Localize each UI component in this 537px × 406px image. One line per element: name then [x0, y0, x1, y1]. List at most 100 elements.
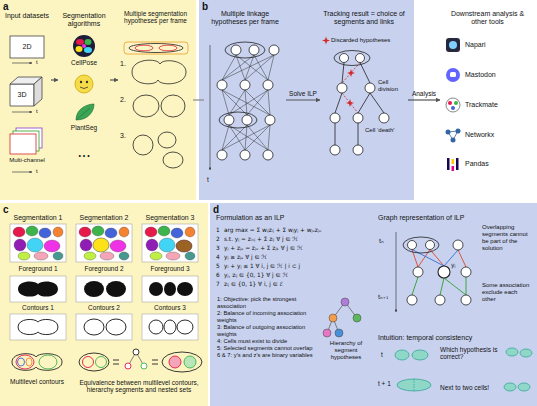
algorithm-logos — [82, 44, 86, 48]
linkage-graph — [225, 42, 265, 58]
tool-icons — [449, 41, 457, 49]
cell-sketch — [520, 349, 532, 357]
list-number: 1. — [120, 60, 126, 68]
segmentation-images — [10, 314, 66, 340]
linkage-graph — [265, 115, 275, 125]
equation-number: 7 — [216, 280, 224, 289]
ilp-graph — [453, 240, 463, 250]
tool-icons — [447, 158, 450, 170]
tool-icons — [446, 38, 460, 52]
equation: arg max = Σ wᵢⱼzᵢⱼ + Σ wⱼyⱼ + wⱼₒzⱼₒ — [224, 226, 370, 235]
cell-sketch — [397, 379, 431, 391]
tool-name: CellPose — [58, 59, 110, 66]
heading: Segmentation 2 — [74, 214, 134, 222]
segmentation-hypotheses — [135, 45, 153, 51]
segmentation-hypotheses — [133, 95, 159, 117]
ilp-graph — [413, 267, 423, 277]
linkage-graph — [242, 115, 252, 125]
note: 6 & 7: y's and z's are binary variables — [217, 352, 317, 359]
multilevel-contours — [113, 360, 158, 364]
hierarchy-tree — [329, 314, 337, 322]
tracking-graph — [330, 51, 389, 156]
image-caption: Hierarchy of segment hypotheses — [320, 340, 372, 361]
segmentation-images — [176, 240, 192, 252]
segmentation-images — [106, 319, 126, 335]
segmentation-images — [76, 276, 132, 302]
algorithm-logos — [76, 108, 90, 120]
time-axis-label: tₙ — [379, 238, 384, 245]
input-icons — [12, 63, 32, 64]
connector-arrow — [51, 79, 58, 80]
algorithm-logos — [84, 47, 92, 53]
ilp-graph — [403, 237, 471, 305]
image-caption: Contours 2 — [72, 304, 136, 311]
linkage-graph — [249, 45, 259, 55]
input-icons — [10, 84, 34, 106]
segmentation-images — [149, 282, 163, 296]
heading: Intuition: temporal consistency — [378, 334, 532, 342]
heading: Segmentation 3 — [140, 214, 200, 222]
time-axis-label: t — [36, 108, 38, 115]
heading: Tracking result = choice of segments and… — [322, 10, 406, 26]
segmentation-images — [13, 226, 63, 260]
heading: Graph representation of ILP — [378, 214, 532, 222]
segmentation-hypotheses — [159, 45, 177, 51]
image-caption: Foreground 1 — [6, 265, 70, 272]
segmentation-hypotheses — [133, 135, 153, 155]
cell-sketch — [518, 383, 530, 391]
multilevel-contours — [169, 356, 181, 368]
list-number: 2. — [120, 96, 126, 104]
algorithm-logos — [76, 104, 94, 120]
algorithm-logos — [73, 35, 95, 57]
note: 5: Selected segments cannot overlap — [217, 345, 317, 352]
caption-note: Equivalence between multilevel contours,… — [72, 379, 206, 394]
ilp-graph — [438, 266, 450, 278]
segmentation-hypotheses — [161, 95, 185, 117]
hierarchy-tree — [327, 302, 357, 333]
time-axis-label: t — [36, 168, 38, 175]
ellipsis: • • • — [58, 152, 110, 160]
note: 2: Balance of incoming association weigh… — [217, 310, 317, 324]
multilevel-contours — [83, 357, 94, 368]
algorithm-logos — [76, 39, 84, 45]
equation-number: 4 — [216, 253, 224, 262]
note: 3: Balance of outgoing association weigh… — [217, 324, 317, 338]
tool-icons — [446, 38, 461, 171]
segmentation-images — [142, 224, 198, 262]
multilevel-contours — [141, 363, 147, 369]
tool-icons — [446, 68, 460, 82]
tracking-graph — [340, 54, 349, 63]
multilevel-contours — [39, 355, 57, 369]
text-group: arg max = Σ wᵢⱼzᵢⱼ + Σ wⱼyⱼ + wⱼₒzⱼₒs.t.… — [224, 226, 370, 289]
tool-name: Napari — [465, 41, 486, 49]
icon-label: Multi-channel — [3, 157, 51, 164]
note: 1: Objective: pick the strongest associa… — [217, 296, 317, 310]
cell-sketch — [395, 350, 409, 360]
equation: yᵢ + yⱼ ≤ 1 ∀ i, j ∈ ℋ | i ⊂ j — [224, 262, 370, 271]
multilevel-contours — [79, 353, 109, 371]
heading: Input datasets — [5, 12, 49, 20]
tool-name: Networkx — [465, 131, 494, 139]
ilp-graph — [461, 267, 471, 277]
algorithm-logos — [86, 81, 88, 83]
heading: Multiple linkage hypotheses per frame — [206, 10, 284, 26]
segmentation-hypotheses — [163, 152, 183, 168]
annotation: Some association exclude each other — [482, 282, 532, 303]
segmentation-images — [142, 314, 198, 340]
segmentation-images — [10, 224, 66, 262]
tool-icons — [456, 158, 459, 170]
linkage-graph — [240, 80, 250, 90]
tool-name: PlantSeg — [58, 124, 110, 131]
icon-label: 2D — [10, 43, 44, 51]
segmentation-images — [84, 319, 104, 335]
tool-icons — [452, 166, 455, 171]
time-axis-label: t + 1 — [378, 380, 391, 387]
linkage-graph — [263, 150, 273, 160]
column-group: Multiple linkage hypotheses per frame — [204, 8, 286, 198]
tracking-graph — [337, 83, 347, 93]
linkage-graph — [219, 112, 257, 128]
edge-label: Solve ILP — [289, 90, 317, 97]
equation-number: 5 — [216, 262, 224, 271]
segmentation-hypotheses — [124, 42, 188, 168]
segmentation-images — [164, 282, 176, 296]
